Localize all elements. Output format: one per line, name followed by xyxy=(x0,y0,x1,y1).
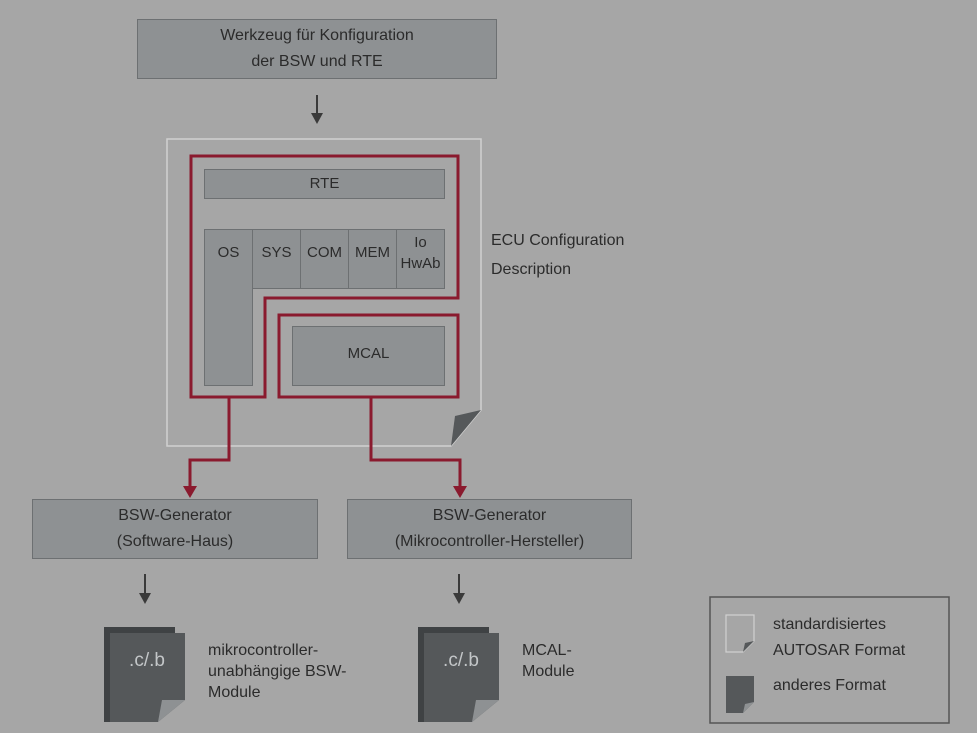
file-ext-right: .c/.b xyxy=(443,650,479,671)
config-tool-line1: Werkzeug für Konfiguration xyxy=(220,27,414,44)
os-box: OS xyxy=(204,229,253,386)
iohwab-label-line2: HwAb xyxy=(400,255,441,272)
config-tool-box: Werkzeug für Konfiguration der BSW und R… xyxy=(137,19,497,79)
legend-standard-line1: standardisiertes xyxy=(773,616,886,633)
output-right-line2: Module xyxy=(522,663,575,680)
ecu-config-label-line1: ECU Configuration xyxy=(491,232,625,249)
sys-box: SYS xyxy=(252,229,301,289)
mcal-highlight-outline xyxy=(277,313,460,399)
ecu-config-label-line2: Description xyxy=(491,261,572,278)
generator-right-box: BSW-Generator (Mikrocontroller-Herstelle… xyxy=(347,499,632,559)
generator-right-line2: (Mikrocontroller-Hersteller) xyxy=(394,533,585,550)
sys-label: SYS xyxy=(261,244,292,261)
legend-standard-text: standardisiertes AUTOSAR Format xyxy=(773,612,905,664)
legend-frame xyxy=(709,596,950,724)
rte-label: RTE xyxy=(309,175,340,192)
com-label: COM xyxy=(307,244,342,261)
connector-mcal-to-right-generator xyxy=(369,397,467,498)
mcal-box: MCAL xyxy=(292,326,445,386)
iohwab-box: Io HwAb xyxy=(396,229,445,289)
mcal-label: MCAL xyxy=(347,345,390,362)
other-format-icon xyxy=(726,676,754,713)
generator-right-line1: BSW-Generator xyxy=(432,507,547,524)
output-right-description: MCAL- Module xyxy=(522,640,574,682)
legend-other-text: anderes Format xyxy=(773,677,886,694)
arrow-left-generator-to-output xyxy=(139,574,151,604)
arrow-right-generator-to-output xyxy=(453,574,465,604)
connector-bsw-to-left-generator xyxy=(183,397,231,498)
file-stack-icon-right xyxy=(418,627,499,722)
output-left-line2: unabhängige BSW- xyxy=(208,663,347,680)
iohwab-label-line1: Io xyxy=(414,234,427,251)
generator-left-line1: BSW-Generator xyxy=(118,507,232,524)
output-left-description: mikrocontroller- unabhängige BSW- Module xyxy=(208,640,346,703)
file-ext-left: .c/.b xyxy=(129,650,165,671)
rte-box: RTE xyxy=(204,169,445,199)
arrow-config-to-ecu xyxy=(311,95,323,124)
generator-left-line2: (Software-Haus) xyxy=(116,533,234,550)
mem-label: MEM xyxy=(355,244,390,261)
output-right-line1: MCAL- xyxy=(522,642,572,659)
legend-standard-line2: AUTOSAR Format xyxy=(773,642,906,659)
generator-left-box: BSW-Generator (Software-Haus) xyxy=(32,499,318,559)
com-box: COM xyxy=(300,229,349,289)
standard-format-icon xyxy=(725,614,755,653)
file-stack-icon-left xyxy=(104,627,185,722)
config-tool-line2: der BSW und RTE xyxy=(251,53,383,70)
output-left-line3: Module xyxy=(208,684,261,701)
mem-box: MEM xyxy=(348,229,397,289)
output-left-line1: mikrocontroller- xyxy=(208,642,319,659)
os-label: OS xyxy=(217,244,240,261)
bsw-highlight-outline xyxy=(189,154,460,399)
